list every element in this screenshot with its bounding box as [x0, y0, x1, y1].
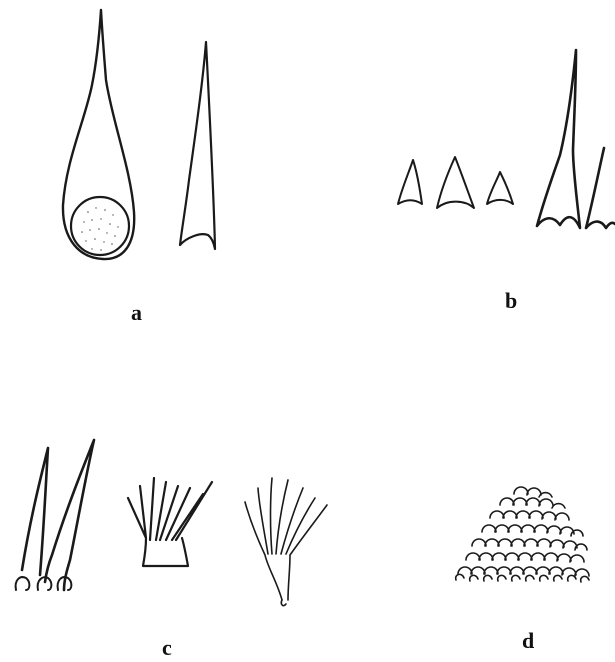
small-triangle-spine-2 [437, 157, 474, 208]
fan-scale-stem [281, 600, 286, 606]
granule-row-2 [500, 498, 565, 508]
panel-d-drawing [456, 487, 589, 582]
partial-forked-spine [586, 148, 615, 228]
granule-row-7 [458, 567, 589, 576]
panel-c-drawing [16, 440, 327, 606]
panel-a-drawing [63, 10, 215, 259]
panel-label-b: b [505, 290, 517, 312]
panel-label-c: c [162, 637, 172, 659]
small-triangle-spine-1 [398, 160, 422, 204]
socket-stipple [81, 207, 119, 251]
granule-row-6 [466, 553, 584, 562]
granule-row-4 [482, 525, 583, 536]
granule-row-3 [490, 511, 569, 520]
paired-setae [22, 440, 94, 590]
socket-circle [71, 197, 129, 255]
slender-seta [180, 42, 215, 249]
granule-row-1 [514, 487, 552, 497]
panel-b-drawing [398, 50, 615, 228]
fan-scale-light [245, 478, 327, 600]
panel-label-a: a [131, 302, 142, 324]
tall-forked-spine [537, 50, 580, 228]
small-triangle-spine-3 [487, 172, 513, 204]
panel-label-d: d [522, 630, 534, 652]
granule-row-5 [472, 539, 587, 550]
granule-base-curls [456, 574, 589, 582]
spine-with-socket [63, 10, 134, 259]
comb-scale-dark [128, 478, 212, 566]
